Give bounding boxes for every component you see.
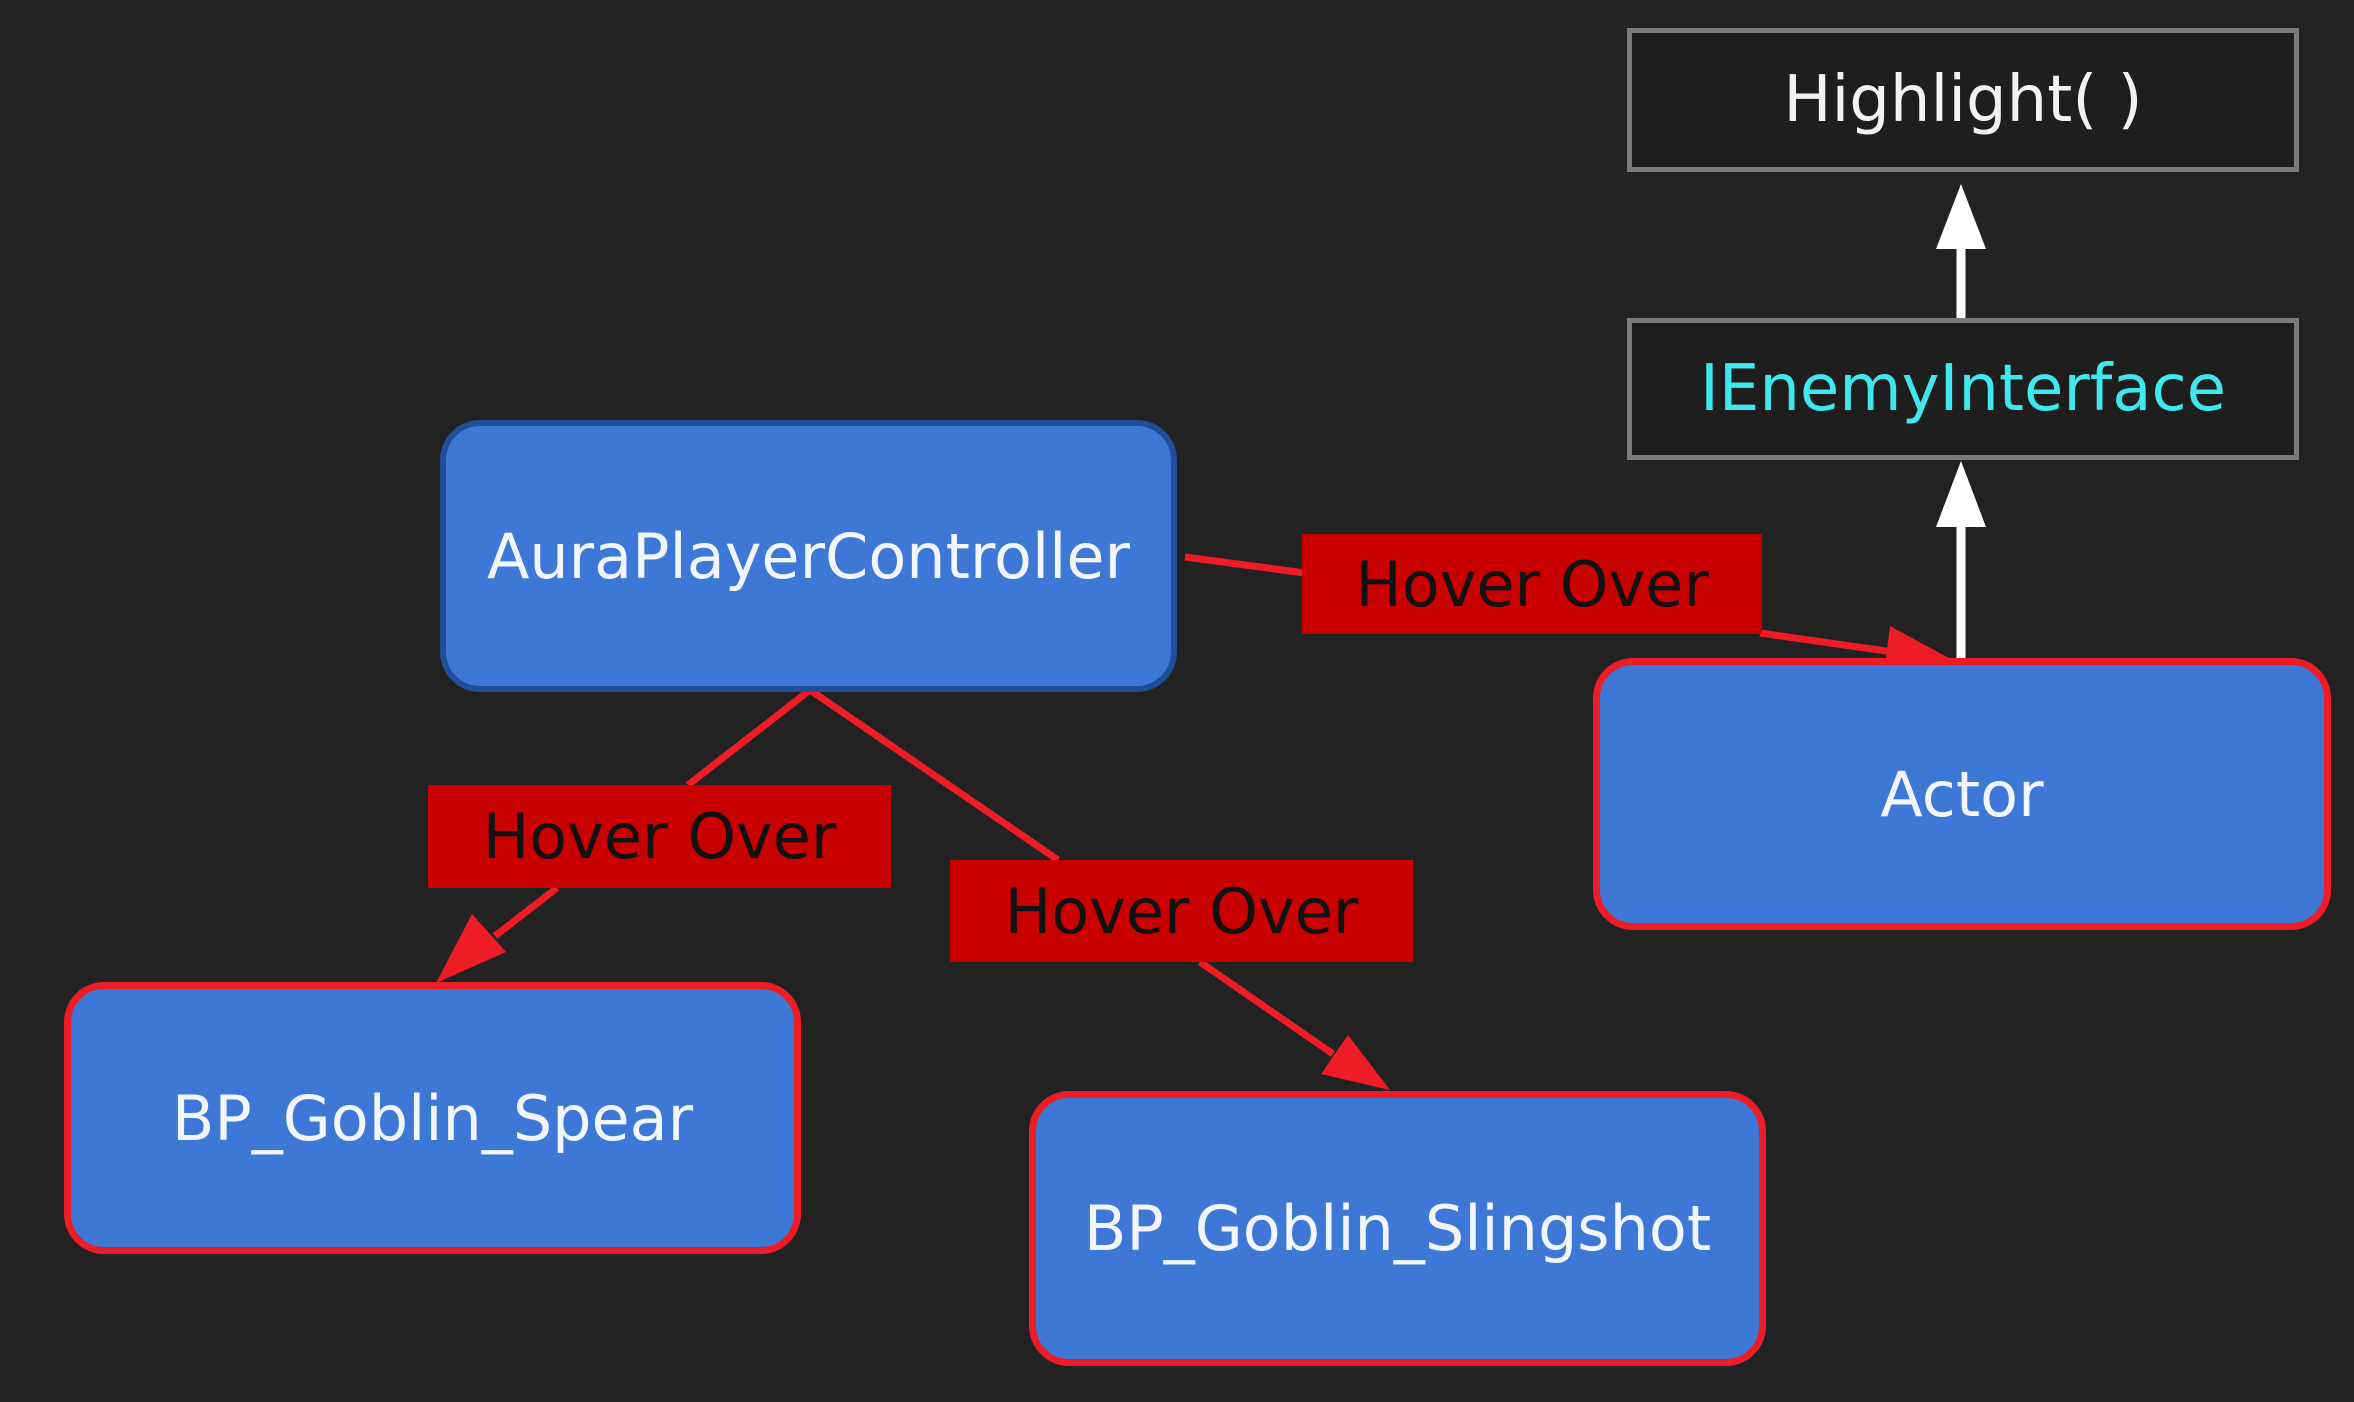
hover-over-text-actor: Hover Over <box>1355 547 1709 621</box>
enemy-interface-box: IEnemyInterface <box>1627 318 2299 460</box>
goblin-spear-label: BP_Goblin_Spear <box>171 1081 694 1155</box>
controller-to-spear-link-b <box>492 885 560 939</box>
hover-over-label-spear: Hover Over <box>428 785 891 888</box>
player-controller-label: AuraPlayerController <box>486 519 1131 593</box>
goblin-slingshot-node: BP_Goblin_Slingshot <box>1029 1091 1766 1366</box>
interface-to-highlight-arrowhead <box>1936 184 1986 249</box>
hover-over-text-spear: Hover Over <box>482 800 837 873</box>
actor-node: Actor <box>1593 658 2331 930</box>
controller-to-spear-link-a <box>685 687 813 788</box>
hover-over-label-slingshot: Hover Over <box>950 860 1413 962</box>
goblin-spear-node: BP_Goblin_Spear <box>64 982 801 1254</box>
highlight-function-box: Highlight( ) <box>1627 28 2299 172</box>
actor-label: Actor <box>1880 757 2044 831</box>
hover-over-text-slingshot: Hover Over <box>1004 874 1359 948</box>
controller-to-slingshot-arrowhead <box>1321 1035 1390 1090</box>
controller-to-spear-arrowhead <box>436 914 506 983</box>
hover-over-label-actor: Hover Over <box>1302 534 1762 634</box>
controller-to-actor-link-b <box>1759 629 1901 657</box>
player-controller-node: AuraPlayerController <box>440 420 1177 692</box>
highlight-function-label: Highlight( ) <box>1783 63 2143 137</box>
goblin-slingshot-label: BP_Goblin_Slingshot <box>1083 1192 1712 1265</box>
controller-to-slingshot-link-b <box>1198 959 1335 1057</box>
controller-to-actor-link-a <box>1184 553 1306 577</box>
actor-to-interface-arrowhead <box>1936 461 1986 527</box>
controller-to-slingshot-link-a <box>808 687 1060 863</box>
enemy-interface-label: IEnemyInterface <box>1700 352 2226 426</box>
